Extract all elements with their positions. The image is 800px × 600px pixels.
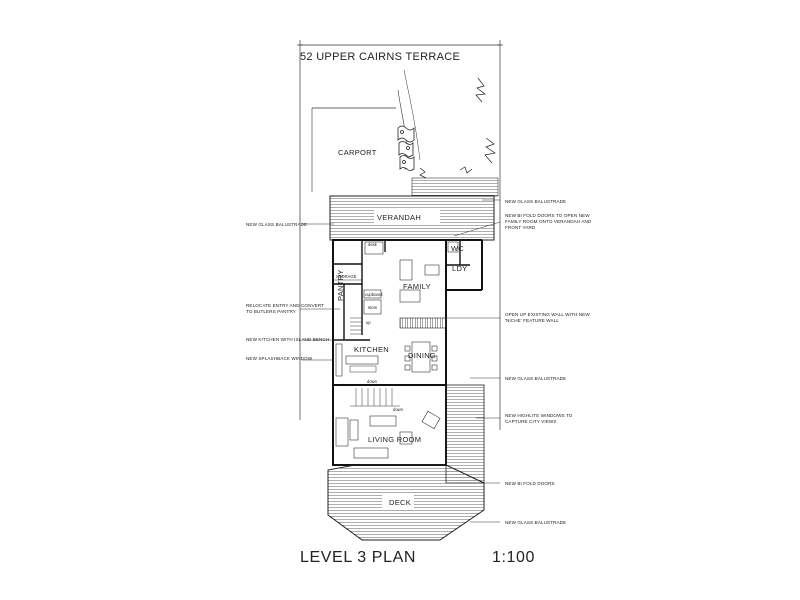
plan-title: LEVEL 3 PLAN — [300, 549, 416, 566]
site-boundary — [297, 40, 503, 430]
cupboard — [363, 289, 382, 299]
family-furniture — [399, 259, 440, 303]
living-furniture — [335, 410, 441, 459]
garden-edge-hatch — [411, 177, 499, 197]
family-label: FAMILY — [403, 282, 431, 291]
note-left-2: RELOCATE ENTRY AND CONVERT TO BUTLERS PA… — [246, 303, 325, 314]
address-title: 52 UPPER CAIRNS TERRACE — [300, 51, 460, 63]
note-left-1: NEW GLASS BALUSTRADE — [246, 222, 307, 227]
stair-store — [363, 299, 382, 315]
desk — [364, 241, 384, 255]
island-bench — [345, 355, 379, 365]
internal-stair — [350, 317, 362, 335]
ldy-label: LDY — [452, 264, 468, 273]
note-left-4: NEW SPLASHBACK WINDOW — [246, 356, 313, 361]
note-right-1: NEW GLASS BALUSTRADE — [505, 199, 566, 204]
dining-table — [404, 341, 438, 373]
living-room-label: LIVING ROOM — [368, 435, 421, 444]
side-deck — [445, 384, 485, 484]
wc-label: WC — [451, 244, 464, 253]
verandah-label: VERANDAH — [377, 213, 421, 222]
note-right-7: NEW GLASS BALUSTRADE — [505, 520, 566, 525]
stair-store-label: store — [368, 305, 378, 310]
stairs-down-label-2: down — [393, 407, 404, 412]
note-left-3: NEW KITCHEN WITH ISLAND BENCH — [246, 337, 329, 342]
deck-label: DECK — [389, 498, 411, 507]
stair-up-label: up — [366, 320, 371, 325]
note-right-3: OPEN UP EXISTING WALL WITH NEW 'NICHE' F… — [505, 312, 591, 323]
storage-label: STORAGE — [336, 274, 357, 279]
niche-feature-wall — [399, 317, 447, 329]
note-right-4: NEW GLASS BALUSTRADE — [505, 376, 566, 381]
dining-label: DINING — [408, 351, 436, 360]
stone-wall — [397, 125, 415, 171]
stairs-down-label-1: down — [367, 379, 378, 384]
note-right-6: NEW BI FOLD DOORS — [505, 481, 555, 486]
interior-walls — [333, 240, 470, 341]
kitchen-label: KITCHEN — [354, 345, 389, 354]
stairs-down — [350, 388, 400, 407]
note-right-2: NEW BI FOLD DOORS TO OPEN NEW FAMILY ROO… — [505, 213, 593, 230]
note-right-5: NEW HIGHLITE WINDOWS TO CAPTURE CITY VIE… — [505, 413, 574, 424]
verandah — [329, 195, 495, 241]
pantry-label: PANTRY — [336, 269, 345, 301]
kitchen-bench — [335, 343, 343, 377]
leader-lines — [300, 199, 501, 523]
desk-label: desk — [368, 242, 378, 247]
garden-shrubs — [419, 77, 496, 179]
plan-scale: 1:100 — [492, 549, 535, 566]
carport-label: CARPORT — [338, 148, 377, 157]
cupboard-label: cupboard — [365, 292, 383, 297]
